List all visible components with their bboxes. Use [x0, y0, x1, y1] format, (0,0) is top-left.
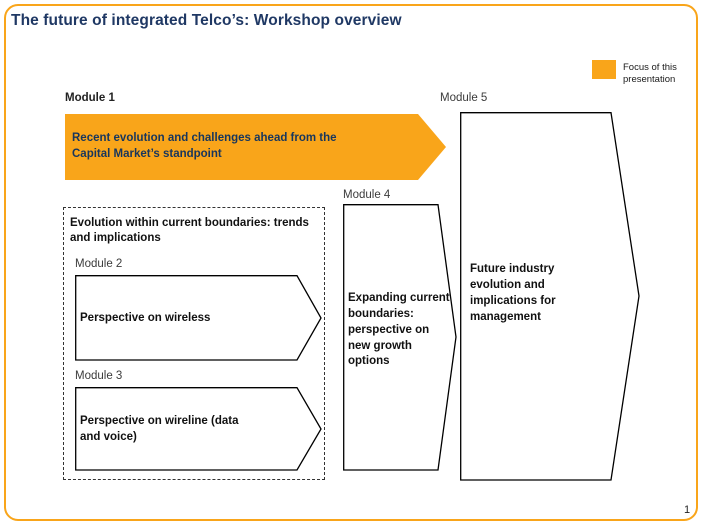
module5-arrow	[460, 112, 640, 481]
module4-text: Expanding current boundaries: perspectiv…	[348, 292, 450, 368]
module5-text: Future industry evolution and implicatio…	[470, 263, 556, 323]
page-number: 1	[684, 504, 691, 516]
module4-arrow-shape	[343, 204, 457, 471]
module1-arrow-shape	[65, 114, 446, 180]
module3-arrow	[75, 387, 322, 471]
focus-legend-swatch	[592, 60, 616, 79]
module2-arrow	[75, 275, 322, 361]
module3-text: Perspective on wireline (data and voice)	[80, 415, 239, 443]
focus-legend-label: Focus of this presentation	[623, 62, 677, 85]
module3-label: Module 3	[75, 370, 123, 382]
module5-arrow-shape	[460, 112, 640, 481]
evolution-group	[63, 207, 325, 480]
module2-arrow-shape	[75, 275, 322, 361]
module2-label: Module 2	[75, 258, 123, 270]
module3-arrow-shape	[75, 387, 322, 471]
module1-arrow	[65, 114, 446, 180]
module4-arrow	[343, 204, 457, 471]
module2-text: Perspective on wireless	[80, 312, 211, 324]
module1-label: Module 1	[65, 92, 115, 104]
slide-border	[4, 4, 698, 521]
evolution-group-title: Evolution within current boundaries: tre…	[70, 217, 309, 244]
module1-text: Recent evolution and challenges ahead fr…	[72, 132, 337, 160]
module5-label: Module 5	[440, 92, 488, 104]
page-title: The future of integrated Telco’s: Worksh…	[11, 12, 402, 29]
module4-label: Module 4	[343, 189, 391, 201]
